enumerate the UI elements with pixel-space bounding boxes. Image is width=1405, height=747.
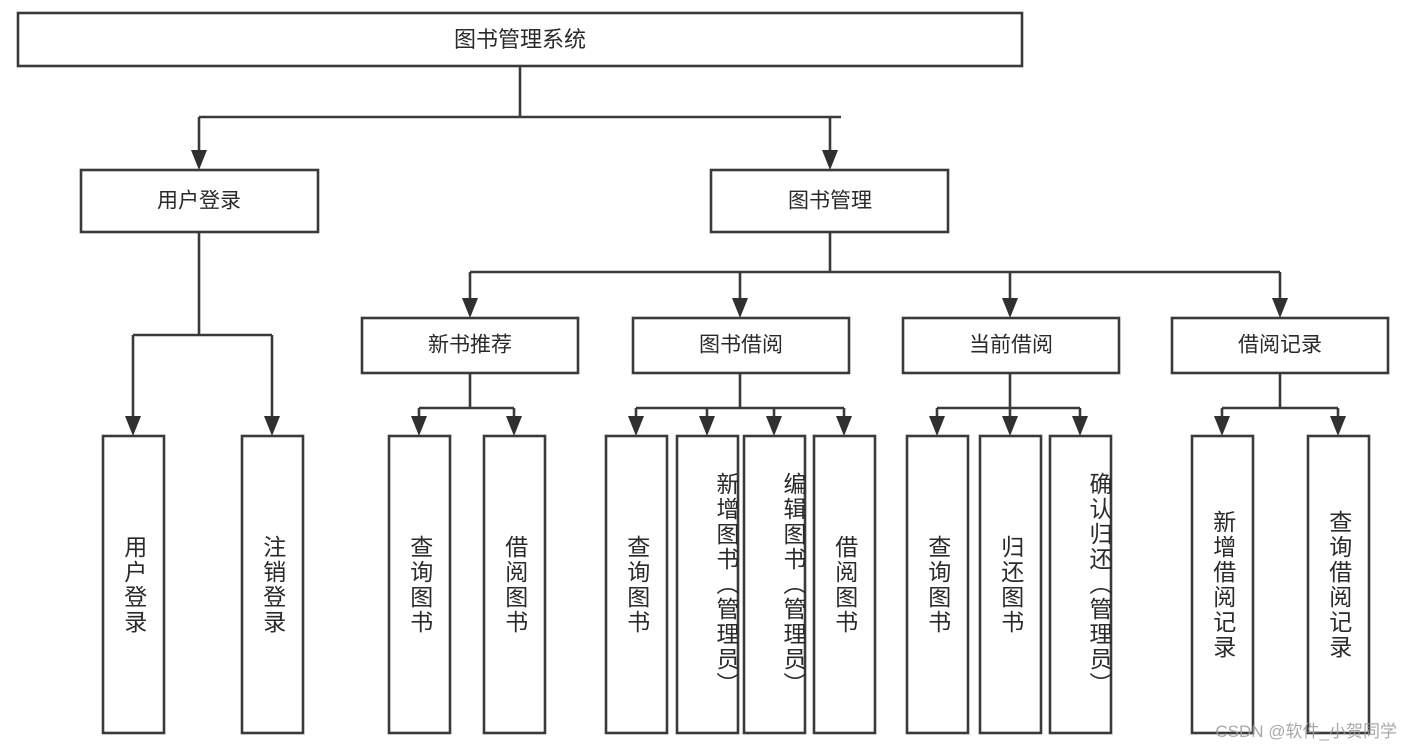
node-leaf-add-book[interactable] bbox=[675, 434, 740, 735]
node-leaf-query-book-2[interactable] bbox=[604, 434, 669, 735]
node-leaf-edit-book[interactable] bbox=[742, 434, 807, 735]
connector-newbook-to-leaves bbox=[411, 373, 522, 436]
node-new-book-rec-label: 新书推荐 bbox=[428, 334, 512, 357]
connector-bookmanage-to-level3 bbox=[462, 232, 1288, 318]
connector-userlogin-to-leaves bbox=[125, 232, 280, 436]
node-user-login[interactable]: 用户登录 bbox=[79, 168, 320, 234]
node-borrow-record[interactable]: 借阅记录 bbox=[1170, 316, 1390, 375]
node-leaf-borrow-book-2[interactable] bbox=[812, 434, 877, 735]
node-root[interactable]: 图书管理系统 bbox=[16, 11, 1024, 68]
node-leaf-confirm-return[interactable] bbox=[1048, 434, 1113, 735]
node-leaf-user-login[interactable] bbox=[101, 434, 166, 735]
node-current-borrow-label: 当前借阅 bbox=[969, 334, 1053, 357]
node-book-manage-label: 图书管理 bbox=[788, 190, 872, 213]
node-new-book-rec[interactable]: 新书推荐 bbox=[360, 316, 580, 375]
node-leaf-logout[interactable] bbox=[240, 434, 305, 735]
node-root-label: 图书管理系统 bbox=[454, 27, 586, 52]
connector-borrowrecord-to-leaves bbox=[1214, 373, 1346, 436]
node-borrow-record-label: 借阅记录 bbox=[1238, 334, 1322, 357]
node-leaf-return-book[interactable] bbox=[978, 434, 1043, 735]
node-leaf-query-book-3[interactable] bbox=[905, 434, 970, 735]
node-current-borrow[interactable]: 当前借阅 bbox=[901, 316, 1121, 375]
node-leaf-add-record[interactable] bbox=[1190, 434, 1255, 735]
node-leaf-query-record[interactable] bbox=[1306, 434, 1371, 735]
csdn-watermark: CSDN @软件_小贺同学 bbox=[1215, 722, 1397, 741]
connector-currentborrow-to-leaves bbox=[929, 373, 1088, 436]
node-book-manage[interactable]: 图书管理 bbox=[709, 168, 950, 234]
connector-bookborrow-to-leaves bbox=[628, 373, 852, 436]
node-book-borrow-label: 图书借阅 bbox=[699, 334, 783, 357]
connector-root-to-level2 bbox=[191, 66, 841, 170]
node-leaf-borrow-book-1[interactable] bbox=[482, 434, 547, 735]
node-leaf-query-book-1[interactable] bbox=[387, 434, 452, 735]
node-user-login-label: 用户登录 bbox=[157, 190, 241, 213]
node-book-borrow[interactable]: 图书借阅 bbox=[631, 316, 851, 375]
